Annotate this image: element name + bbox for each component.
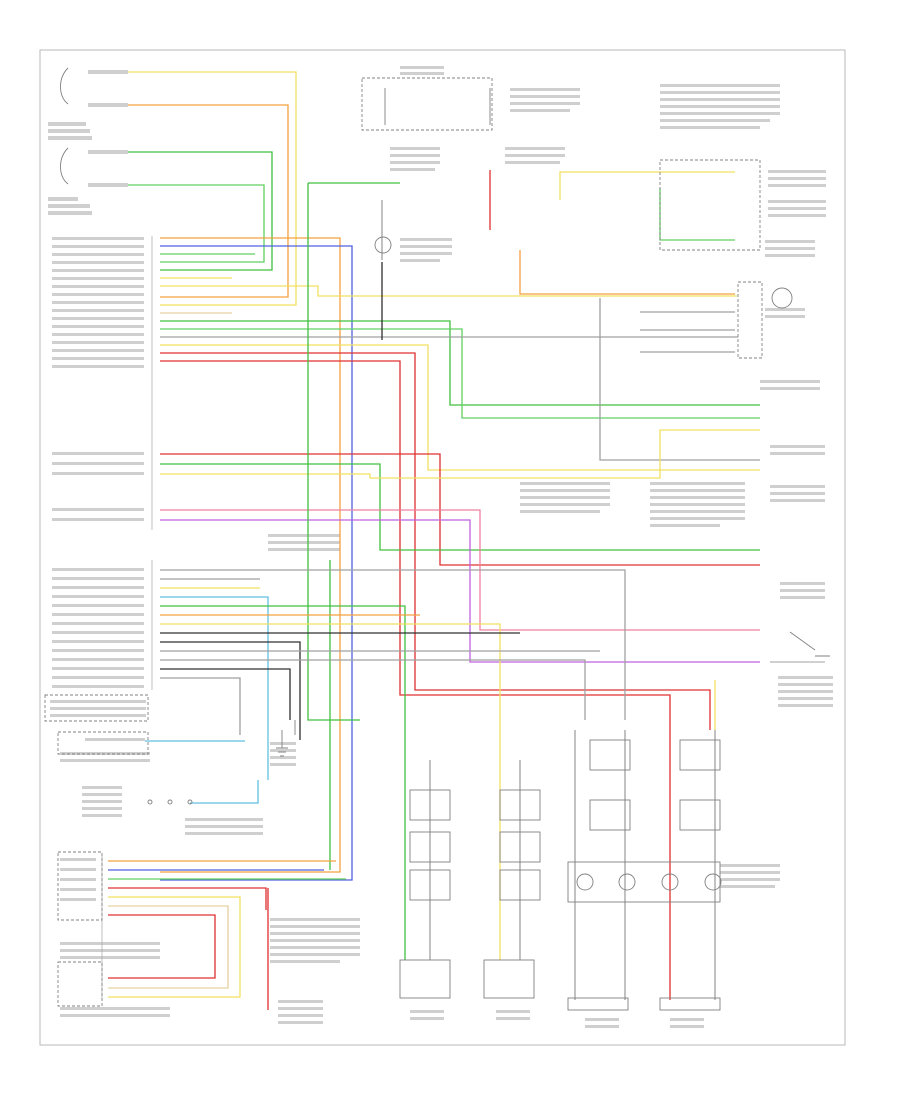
seat-module-box <box>499 869 541 901</box>
wire-group-lower-right <box>404 680 716 1000</box>
seat-module-box <box>409 869 451 901</box>
wire-group-top-right <box>381 170 760 461</box>
connector-box <box>57 731 149 755</box>
horn-symbol <box>771 287 793 309</box>
bottom-module-box <box>483 959 535 999</box>
connector-box <box>57 851 103 921</box>
switch-symbol <box>60 147 69 185</box>
wire-group-top-left <box>128 71 297 306</box>
seat-module-box <box>499 789 541 821</box>
actuator-strip <box>567 861 721 903</box>
components <box>44 67 830 1011</box>
bottom-module-box <box>399 959 451 999</box>
diagram-border <box>39 49 846 1046</box>
wire-group-lower-left <box>108 740 346 1010</box>
bottom-module-box <box>567 997 629 1011</box>
bottom-module-box <box>659 997 721 1011</box>
seat-module-box <box>589 739 631 771</box>
seat-module-box <box>409 789 451 821</box>
label-marks <box>48 66 833 1028</box>
seat-module-box <box>409 831 451 863</box>
seat-module-box <box>679 799 721 831</box>
wire-group-module-a <box>160 237 760 881</box>
module-box <box>659 159 761 251</box>
connector-box <box>57 961 103 1007</box>
switch-symbol <box>789 631 830 657</box>
seat-module-box <box>679 739 721 771</box>
sensor-symbol <box>374 236 392 254</box>
seat-module-box <box>499 831 541 863</box>
module-box <box>737 281 763 359</box>
fuse-box <box>361 77 493 131</box>
seat-module-box <box>589 799 631 831</box>
connector-box <box>44 694 149 722</box>
wire-group-module-c <box>160 569 626 780</box>
switch-symbol <box>60 67 69 105</box>
ground-symbol <box>276 730 288 757</box>
